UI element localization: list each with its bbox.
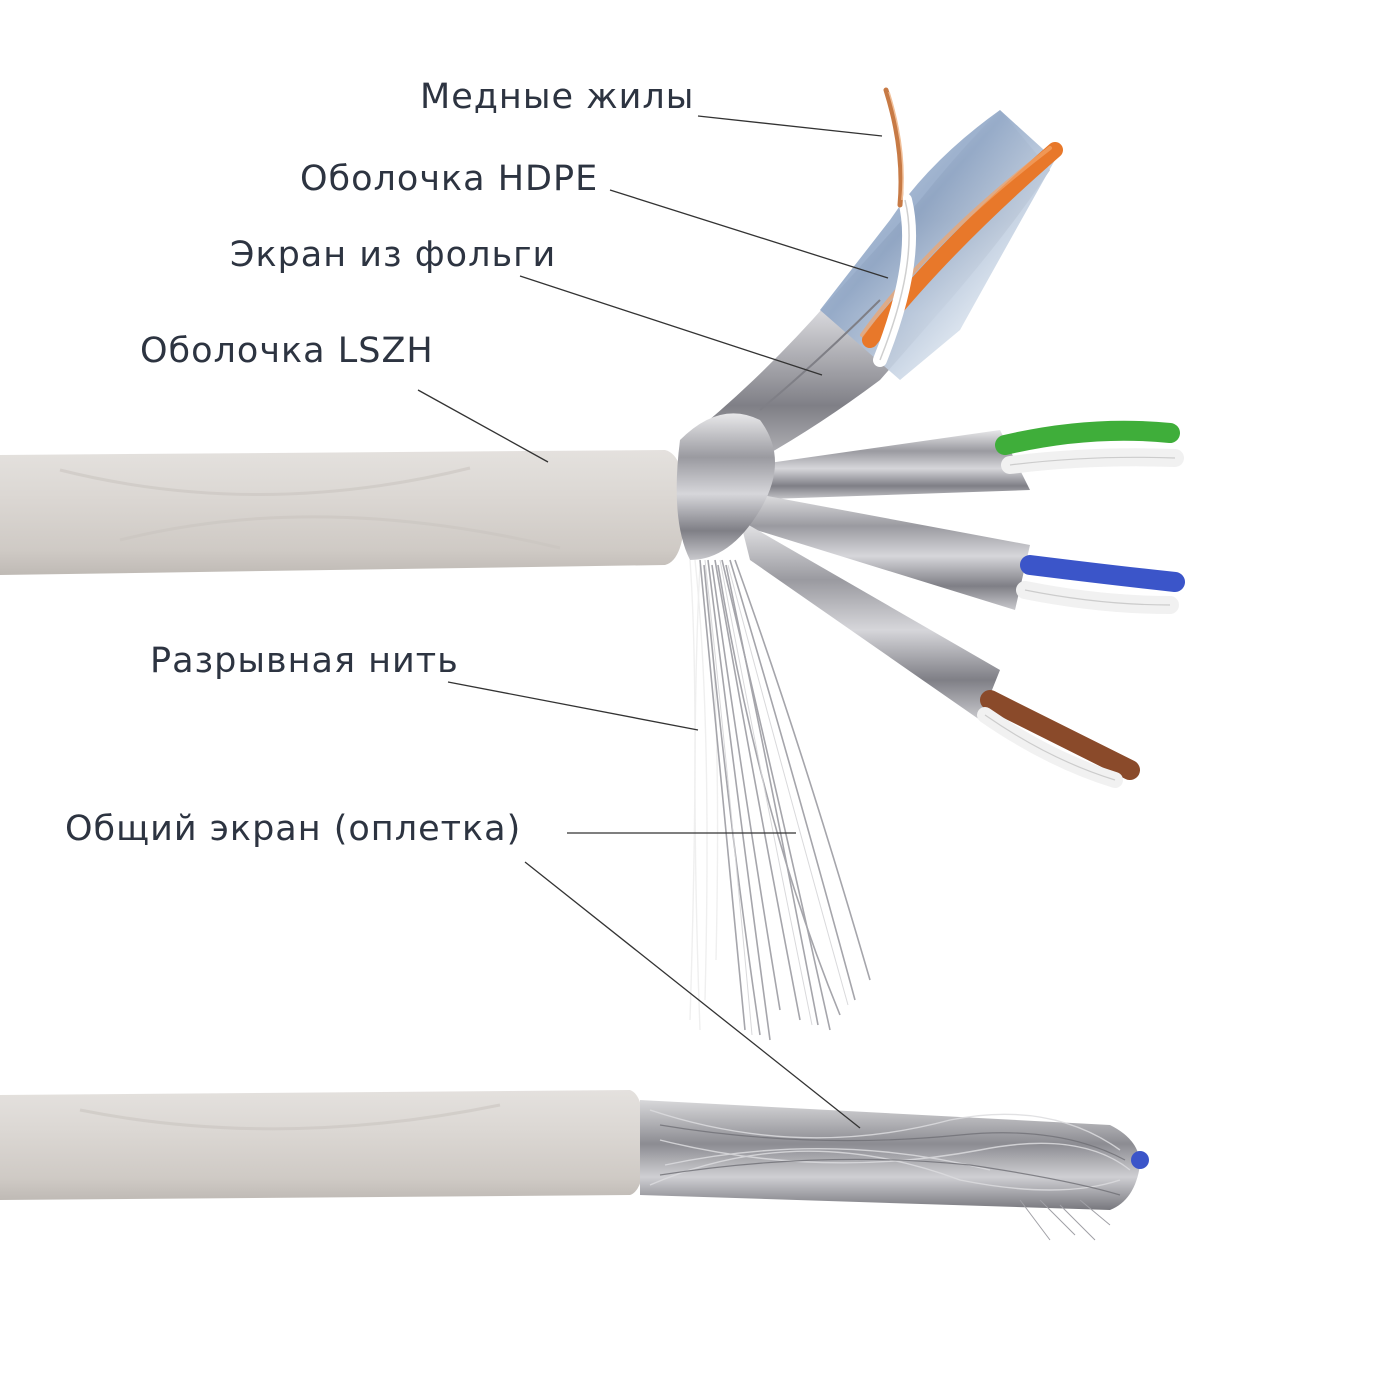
- leader-lines: [417, 115, 889, 1129]
- label-overall-braid: Общий экран (оплетка): [65, 809, 522, 849]
- pair-up: [685, 87, 1063, 480]
- pair-brown: [740, 520, 1140, 788]
- leader-foil-screen: [519, 275, 823, 376]
- copper-core: [883, 87, 904, 208]
- leader-lszh-sheath: [417, 389, 549, 463]
- lower-cable-jacket: [0, 1090, 645, 1200]
- label-hdpe-sheath: Оболочка HDPE: [300, 159, 599, 199]
- upper-cable-jacket: [0, 450, 685, 575]
- label-lszh-sheath: Оболочка LSZH: [140, 331, 434, 371]
- pair-blue: [735, 490, 1185, 614]
- leader-hdpe-sheath: [609, 189, 889, 279]
- leader-rip-cord: [447, 681, 699, 731]
- label-copper-cores: Медные жилы: [420, 77, 695, 117]
- label-rip-cord: Разрывная нить: [150, 641, 459, 681]
- upper-cable: [0, 87, 1185, 1041]
- leader-copper-cores: [697, 115, 883, 137]
- label-foil-screen: Экран из фольги: [230, 235, 557, 275]
- lower-cable: [0, 1090, 1149, 1241]
- braid-strands: [699, 559, 871, 1041]
- pair-green: [720, 420, 1184, 500]
- leader-braid-bottom: [524, 861, 861, 1129]
- lower-braid: [640, 1100, 1140, 1210]
- rip-cord-threads: [689, 559, 719, 1031]
